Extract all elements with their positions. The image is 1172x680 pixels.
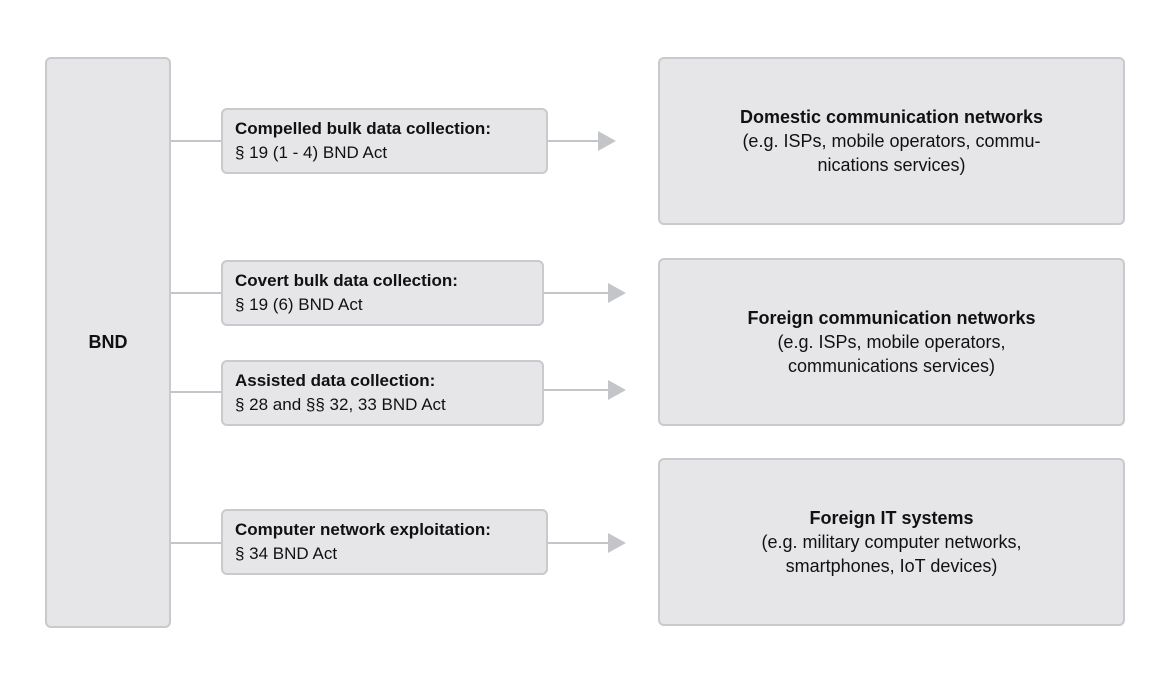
method-law: § 34 BND Act	[235, 544, 338, 563]
method-box-compelled: Compelled bulk data collection: § 19 (1 …	[221, 108, 548, 174]
target-detail-line: communications services)	[787, 356, 996, 376]
method-law: § 19 (6) BND Act	[235, 295, 363, 314]
arrow-head-2	[608, 283, 626, 303]
arrow-head-3	[608, 380, 626, 400]
target-box-foreign-networks: Foreign communication networks (e.g. ISP…	[658, 258, 1125, 426]
method-law: § 19 (1 - 4) BND Act	[235, 143, 388, 162]
arrow-head-4	[608, 533, 626, 553]
target-detail-line: (e.g. military computer networks,	[761, 532, 1022, 552]
target-detail-line: (e.g. ISPs, mobile operators,	[777, 332, 1006, 352]
bnd-box: BND	[45, 57, 171, 628]
method-title: Assisted data collection:	[235, 371, 436, 390]
target-box-domestic: Domestic communication networks (e.g. IS…	[658, 57, 1125, 225]
bnd-label: BND	[88, 332, 128, 352]
target-detail-line: nications services)	[817, 155, 966, 175]
method-title: Compelled bulk data collection:	[235, 119, 491, 138]
method-law: § 28 and §§ 32, 33 BND Act	[235, 395, 446, 414]
arrow-head-1	[598, 131, 616, 151]
method-box-assisted: Assisted data collection: § 28 and §§ 32…	[221, 360, 544, 426]
target-detail-line: (e.g. ISPs, mobile operators, commu-	[742, 131, 1041, 151]
method-box-cne: Computer network exploitation: § 34 BND …	[221, 509, 548, 575]
target-title: Foreign IT systems	[809, 508, 974, 528]
target-title: Domestic communication networks	[739, 107, 1044, 127]
method-box-covert: Covert bulk data collection: § 19 (6) BN…	[221, 260, 544, 326]
method-title: Covert bulk data collection:	[235, 271, 458, 290]
target-title: Foreign communication networks	[747, 308, 1036, 328]
target-detail-line: smartphones, IoT devices)	[785, 556, 998, 576]
target-box-foreign-it: Foreign IT systems (e.g. military comput…	[658, 458, 1125, 626]
method-title: Computer network exploitation:	[235, 520, 491, 539]
